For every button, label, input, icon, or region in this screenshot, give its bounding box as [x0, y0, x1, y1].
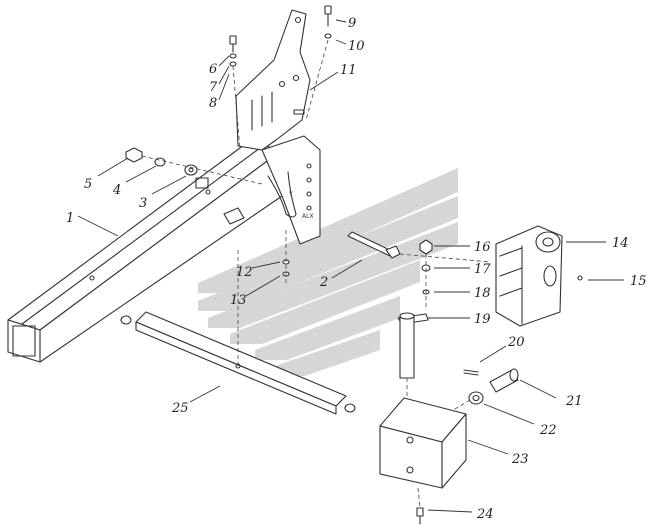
parts-9-10-bolt-set [305, 5, 332, 121]
callout-22: 22 [539, 423, 557, 438]
callout-3: 3 [139, 196, 147, 211]
part-24-bolt [416, 507, 424, 525]
callout-17: 17 [474, 262, 491, 277]
part-1-frame-beam [7, 141, 283, 363]
frame-bracket: Y ALX [195, 135, 321, 245]
part-11-upright-plate [235, 9, 311, 151]
callout-24: 24 [476, 507, 494, 522]
callout-5: 5 [84, 177, 92, 192]
part-14-hitch-clamp [495, 225, 563, 327]
part-23-lower-bracket [379, 397, 467, 509]
callout-14: 14 [612, 236, 629, 251]
callout-13: 13 [230, 293, 247, 308]
leader-lines [77, 19, 624, 513]
part-19-pin [397, 312, 429, 420]
callout-19: 19 [474, 312, 491, 327]
callout-15: 15 [630, 274, 647, 289]
part-25-axle-bar [120, 250, 356, 415]
parts-3-5-fasteners [125, 147, 263, 185]
parts-16-18-nut-set [419, 239, 433, 310]
callout-8: 8 [209, 96, 217, 111]
callout-1: 1 [66, 211, 74, 226]
callout-2: 2 [319, 275, 328, 290]
axis-mark-alx: ALX [302, 213, 314, 220]
parts-6-8-bolt-set [229, 35, 241, 151]
callout-6: 6 [209, 62, 217, 77]
callout-11: 11 [340, 63, 357, 78]
callout-23: 23 [511, 452, 529, 467]
callout-18: 18 [474, 286, 491, 301]
axis-mark-y: Y [288, 191, 293, 198]
callout-labels: 1 2 3 4 5 6 7 8 9 10 11 12 13 14 15 16 1… [66, 16, 647, 522]
callout-21: 21 [565, 394, 583, 409]
callout-4: 4 [112, 183, 121, 198]
callout-7: 7 [209, 80, 218, 95]
callout-16: 16 [474, 240, 491, 255]
parts-20-22-pin-set [449, 368, 519, 413]
part-15-nipple [577, 275, 583, 281]
callout-20: 20 [507, 335, 525, 350]
callout-25: 25 [171, 401, 189, 416]
callout-12: 12 [236, 265, 253, 280]
part-2-long-bolt [347, 231, 491, 263]
callout-10: 10 [348, 39, 365, 54]
parts-12-13-washers [282, 230, 290, 285]
callout-9: 9 [348, 16, 356, 31]
